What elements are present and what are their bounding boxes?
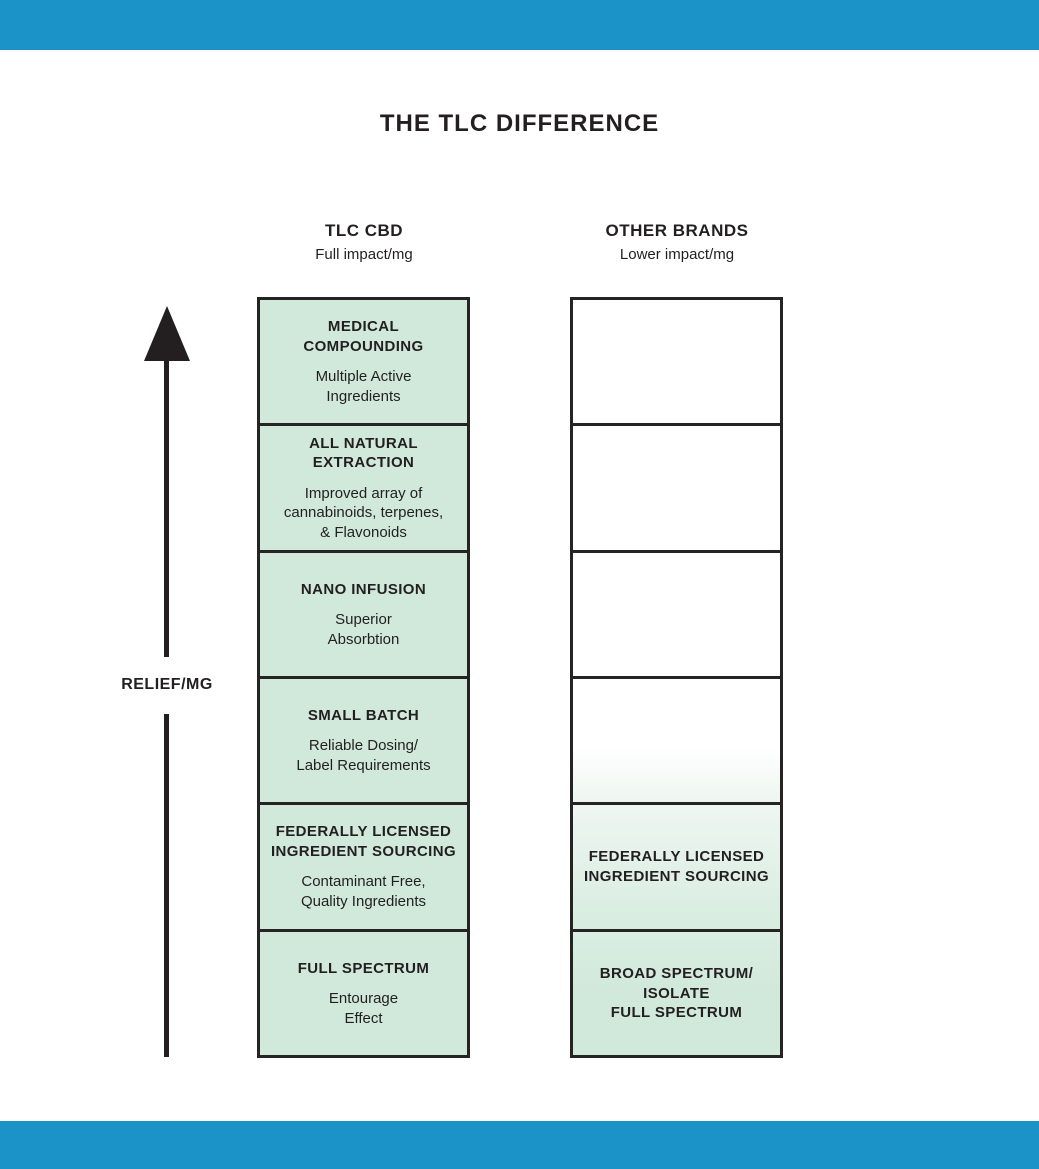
axis-line-upper [164, 359, 169, 657]
other-row-empty-3 [573, 553, 780, 679]
other-row-empty-4 [573, 678, 780, 806]
column-title: OTHER BRANDS [605, 221, 749, 240]
tlc-row-medical-compounding: MEDICAL COMPOUNDING Multiple Active Ingr… [260, 300, 467, 427]
row-body: Superior Absorbtion [327, 611, 400, 648]
tlc-row-federally-licensed: FEDERALLY LICENSED INGREDIENT SOURCING C… [260, 805, 467, 932]
tlc-row-all-natural-extraction: ALL NATURAL EXTRACTION Improved array of… [260, 426, 467, 553]
tlc-row-full-spectrum: FULL SPECTRUM Entourage Effect [260, 932, 467, 1055]
row-heading: SMALL BATCH [307, 706, 420, 724]
row-heading: FEDERALLY LICENSED INGREDIENT SOURCING [270, 823, 457, 860]
other-row-broad-spectrum: BROAD SPECTRUM/ ISOLATE FULL SPECTRUM [573, 931, 780, 1055]
other-row-empty-2 [573, 426, 780, 553]
row-heading: BROAD SPECTRUM/ ISOLATE FULL SPECTRUM [599, 965, 754, 1022]
row-heading: NANO INFUSION [300, 580, 427, 598]
other-row-empty-1 [573, 300, 780, 427]
column-subtitle: Lower impact/mg [619, 246, 735, 263]
row-heading: ALL NATURAL EXTRACTION [309, 434, 418, 472]
row-body: Improved array of cannabinoids, terpenes… [283, 484, 444, 541]
tlc-cbd-column: MEDICAL COMPOUNDING Multiple Active Ingr… [257, 297, 470, 1058]
row-body: Multiple Active Ingredients [315, 368, 412, 405]
tlc-row-nano-infusion: NANO INFUSION Superior Absorbtion [260, 553, 467, 679]
top-accent-bar [0, 0, 1039, 50]
bottom-accent-bar [0, 1121, 1039, 1169]
row-heading: MEDICAL COMPOUNDING [303, 318, 424, 355]
other-row-federally-licensed: FEDERALLY LICENSED INGREDIENT SOURCING [573, 805, 780, 932]
column-header-other-brands: OTHER BRANDS Lower impact/mg [547, 221, 807, 263]
page-title: THE TLC DIFFERENCE [379, 110, 660, 137]
relief-axis-label: RELIEF/MG [121, 676, 213, 693]
row-heading: FEDERALLY LICENSED INGREDIENT SOURCING [583, 848, 770, 885]
row-body: Contaminant Free, Quality Ingredients [300, 873, 427, 910]
column-title: TLC CBD [324, 221, 404, 240]
row-body: Entourage Effect [328, 990, 399, 1027]
tlc-row-small-batch: SMALL BATCH Reliable Dosing/ Label Requi… [260, 679, 467, 806]
column-header-tlc-cbd: TLC CBD Full impact/mg [234, 221, 494, 263]
up-arrow-icon [144, 306, 190, 361]
row-heading: FULL SPECTRUM [297, 959, 430, 977]
axis-line-lower [164, 714, 169, 1057]
column-subtitle: Full impact/mg [315, 246, 413, 263]
row-body: Reliable Dosing/ Label Requirements [296, 737, 431, 774]
other-brands-column: FEDERALLY LICENSED INGREDIENT SOURCING B… [570, 297, 783, 1058]
